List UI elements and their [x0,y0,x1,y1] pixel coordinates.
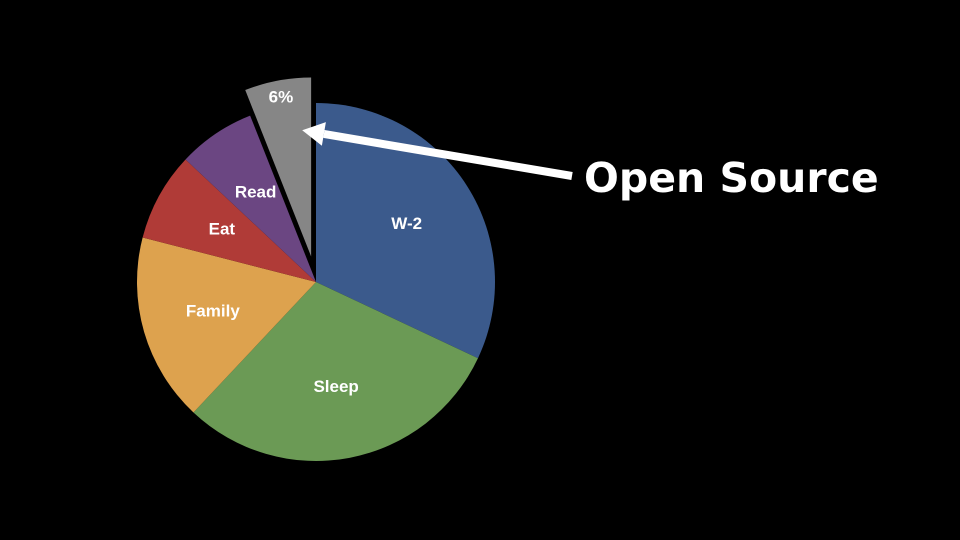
callout-arrow-head [302,122,326,146]
callout-arrow-line [323,130,573,180]
slice-sleep-label: Sleep [313,377,358,396]
slice-read [185,115,316,282]
slice-w-2-label: W-2 [391,214,422,233]
callout-label: Open Source [584,154,879,202]
slice-eat [142,159,316,282]
slice-sleep [193,282,478,461]
slice-family-label: Family [186,301,240,320]
slice-6 [245,77,312,257]
slice-6-label: 6% [269,88,294,107]
slice-w-2 [316,103,495,359]
slice-eat-label: Eat [209,220,236,239]
slice-family [137,237,316,413]
slice-read-label: Read [235,183,277,202]
